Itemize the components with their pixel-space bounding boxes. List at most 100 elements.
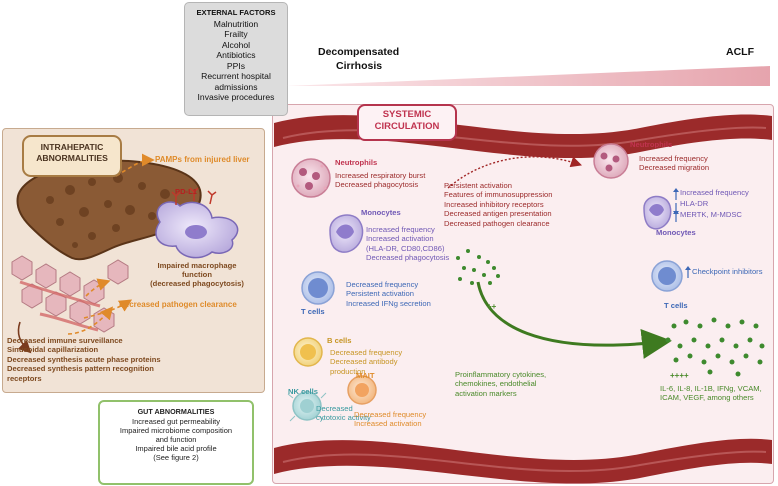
detail-line: cytotoxic activity [316, 413, 371, 423]
pdl1-receptors [171, 187, 217, 205]
detail-line: Increased IFNg secretion [346, 298, 431, 308]
neutrophils-right-label: Neutrophils [630, 140, 673, 149]
cytokines-line: chemokines, endothelial [455, 379, 537, 389]
gut-abnormalities-box: GUT ABNORMALITIES Increased gut permeabi… [98, 400, 254, 485]
intrahepatic-title-line1: INTRAHEPATIC [40, 142, 104, 152]
bcells-label: B cells [327, 336, 352, 345]
neutrophils-right-details: Increased frequency Decreased migration [639, 154, 709, 173]
monocytes-right-mertk: MERTK, M-MDSC [680, 210, 742, 219]
center-finding: Increased inhibitory receptors [444, 199, 544, 209]
progression-wedge [286, 66, 770, 86]
cytokine-list-line: IL-6, IL-8, IL-1B, IFNg, VCAM, [660, 384, 762, 393]
center-finding: Decreased antigen presentation [444, 209, 552, 219]
cytokine-plus-large: ++++ [670, 371, 689, 380]
monocytes-left-details: Increased frequency Increased activation… [366, 225, 449, 262]
neutrophils-left-label: Neutrophils [335, 158, 378, 167]
stage-decompensated-label: Decompensated [318, 46, 400, 58]
external-factor-item: Frailty [224, 29, 248, 40]
detail-line: (HLA-DR, CD80,CD86) [366, 243, 445, 253]
intrahepatic-list-item: Decreased synthesis acute phase proteins [7, 354, 161, 364]
center-findings: Persistent activation Features of immuno… [444, 181, 552, 228]
systemic-circulation-title: SYSTEMIC CIRCULATION [357, 104, 457, 141]
cytokine-dots-small [456, 249, 500, 285]
cytokines-line: Proinflammatory cytokines, [455, 370, 547, 379]
cytokine-dots-large [665, 317, 765, 377]
detail-line: Decreased migration [639, 163, 710, 173]
bcells-details: Decreased frequency Decreased antibody p… [330, 348, 402, 376]
cytokine-list: IL-6, IL-8, IL-1B, IFNg, VCAM, ICAM, VEG… [660, 384, 762, 403]
nkcells-details: Decreased cytotoxic activity [316, 404, 371, 423]
pamps-label: PAMPs from injured liver [155, 155, 250, 164]
macrophage-function-line1: Impaired macrophage function [157, 261, 237, 279]
intrahepatic-title-line2: ABNORMALITIES [36, 152, 108, 163]
progression-arrow [447, 156, 582, 189]
intrahepatic-list-item: Sinusoidal capillarization [7, 345, 99, 355]
external-factors-box: EXTERNAL FACTORS Malnutrition Frailty Al… [184, 2, 288, 116]
center-finding: Decreased pathogen clearance [444, 218, 550, 228]
detail-line: Decreased antibody [330, 357, 398, 367]
cytokine-list-line: ICAM, VEGF, among others [660, 393, 754, 403]
gut-title: GUT ABNORMALITIES [137, 407, 215, 416]
external-factor-item: Malnutrition [213, 19, 259, 29]
gut-item: Impaired bile acid profile [135, 444, 217, 453]
pdl1-label: PD-L1 [175, 187, 197, 196]
detail-line: Decreased phagocytosis [335, 180, 419, 190]
monocytes-left-label: Monocytes [361, 208, 401, 217]
intrahepatic-title: INTRAHEPATIC ABNORMALITIES [22, 135, 122, 177]
detail-line: Increased activation [354, 419, 422, 429]
detail-line: Increased activation [366, 234, 434, 244]
detail-line: Increased frequency [639, 154, 708, 163]
monocytes-right-hladr: HLA-DR [680, 199, 709, 208]
intrahepatic-list-item: Decreased synthesis pattern recognition [7, 364, 154, 374]
external-factor-item: Invasive procedures [197, 92, 275, 103]
center-finding: Features of immunosuppression [444, 190, 553, 200]
detail-line: Increased respiratory burst [335, 171, 426, 180]
macrophage-function-label: Impaired macrophage function (decreased … [142, 261, 252, 289]
center-finding: Persistent activation [444, 181, 512, 190]
macrophage-function-line2: (decreased phagocytosis) [150, 278, 244, 288]
neutrophils-left-details: Increased respiratory burst Decreased ph… [335, 171, 425, 190]
cytokines-label: Proinflammatory cytokines, chemokines, e… [455, 370, 546, 398]
systemic-title-line2: CIRCULATION [374, 121, 440, 133]
systemic-title-line1: SYSTEMIC [382, 109, 432, 120]
external-factor-item: Alcohol [221, 39, 251, 50]
detail-line: Decreased frequency [354, 410, 427, 419]
external-factor-item: admissions [214, 81, 258, 92]
checkpoint-inhibitors-label: Checkpoint inhibitors [692, 267, 763, 276]
external-factor-item: Antibiotics [216, 50, 256, 61]
tcells-left-details: Decreased frequency Persistent activatio… [346, 280, 431, 308]
intrahepatic-list: Decreased immune surveillance Sinusoidal… [7, 336, 161, 383]
nkcells-label: NK cells [288, 387, 318, 396]
monocytes-right-freq: Increased frequency [680, 188, 749, 197]
monocytes-right-label: Monocytes [656, 228, 696, 237]
external-factors-title: EXTERNAL FACTORS [196, 8, 276, 17]
detail-line: Increased frequency [366, 225, 435, 234]
detail-line: Decreased phagocytosis [366, 252, 450, 262]
cytokine-increase-arrow [476, 281, 672, 359]
cytokine-plus-small: ++ [487, 302, 497, 311]
detail-line: Decreased frequency [330, 348, 403, 357]
stage-aclf-label: ACLF [726, 46, 754, 58]
neutrophil-cell-left [291, 158, 331, 198]
detail-line: Decreased [316, 404, 353, 413]
stage-cirrhosis-label: Cirrhosis [336, 60, 383, 72]
detail-line: production [330, 366, 366, 376]
systemic-circulation-panel [272, 104, 774, 484]
tcells-right-label: T cells [664, 301, 688, 310]
gut-item: Increased gut permeability [132, 417, 220, 426]
gut-item: Impaired microbiome composition [119, 426, 233, 435]
gut-item: and function [155, 435, 197, 444]
blood-vessel-top [274, 114, 772, 159]
mait-details: Decreased frequency Increased activation [354, 410, 426, 429]
intrahepatic-list-item: Decreased immune surveillance [7, 336, 123, 345]
external-factor-item: Recurrent hospital [201, 71, 271, 82]
blood-vessel-bottom [274, 438, 772, 484]
external-factor-item: PPIs [226, 60, 246, 71]
mait-label: MAIT [356, 371, 375, 380]
tcells-left-label: T cells [301, 307, 325, 316]
pathogen-clearance-label: Decreased pathogen clearance [119, 300, 237, 309]
neutrophil-cell-right [593, 143, 629, 179]
intrahepatic-list-item: receptors [7, 373, 42, 383]
detail-line: Persistent activation [346, 289, 414, 299]
cytokines-line: activation markers [455, 388, 517, 398]
